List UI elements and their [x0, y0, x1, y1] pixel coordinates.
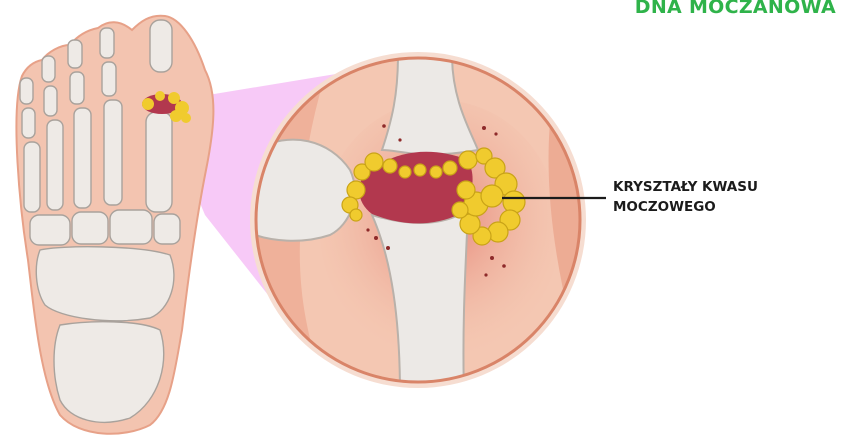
callout-label-line1: KRYSZTAŁY KWASU — [613, 177, 758, 197]
foot — [16, 16, 213, 434]
callout-label: KRYSZTAŁY KWASU MOCZOWEGO — [613, 177, 758, 217]
page-title: DNA MOCZANOWA — [635, 0, 836, 18]
magnified-view — [250, 52, 600, 400]
callout-label-line2: MOCZOWEGO — [613, 197, 758, 217]
